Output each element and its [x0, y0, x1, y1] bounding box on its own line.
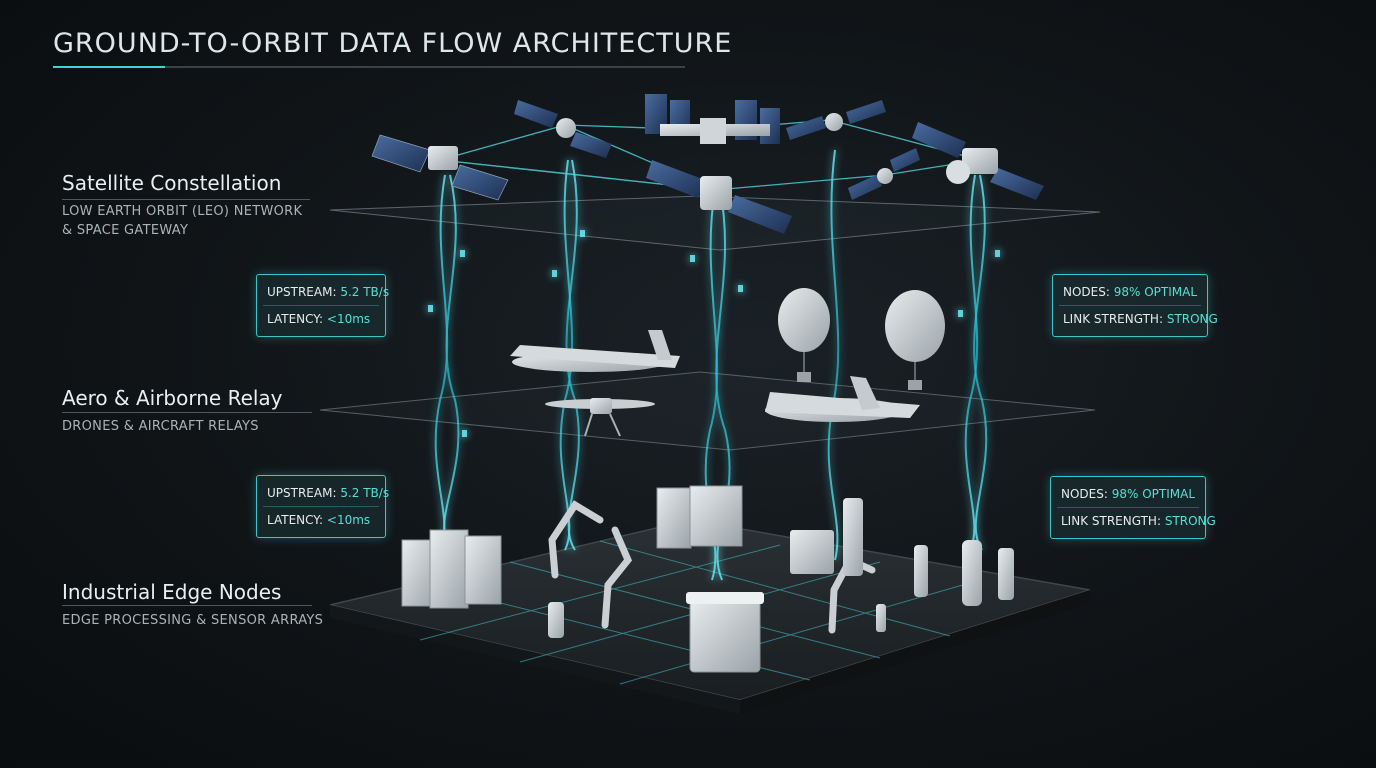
server-rack-icon: [656, 485, 743, 549]
layer-name: Industrial Edge Nodes: [62, 580, 282, 604]
airplane-icon: [765, 376, 920, 422]
metric-label: LATENCY:: [267, 312, 324, 326]
metrics-card-right-bottom: NODES: 98% OPTIMAL LINK STRENGTH: STRONG: [1050, 476, 1216, 539]
satellite-icon: [646, 160, 792, 234]
layer-desc-line: EDGE PROCESSING & SENSOR ARRAYS: [62, 613, 324, 628]
latency-metric: LATENCY: <10ms: [263, 507, 379, 533]
upstream-metric: UPSTREAM: 5.2 TB/s: [263, 279, 389, 306]
metric-value: 5.2 TB/s: [340, 285, 390, 299]
layer-connector-line: [62, 199, 310, 200]
airborne-plane: [319, 371, 1096, 451]
metric-label: NODES:: [1063, 285, 1110, 299]
latency-metric: LATENCY: <10ms: [263, 306, 379, 332]
satellite-icon: [514, 100, 612, 158]
metric-value: STRONG: [1166, 312, 1218, 326]
layer-connector-line: [62, 605, 312, 606]
metric-value: 5.2 TB/s: [340, 486, 390, 500]
layer-name: Aero & Airborne Relay: [62, 386, 283, 410]
airplane-icon: [510, 330, 680, 372]
satellite-icon: [371, 134, 509, 201]
metric-value: 98% OPTIMAL: [1113, 285, 1198, 299]
title-underline-accent: [53, 66, 165, 68]
server-rack-icon: [686, 592, 764, 673]
link-strength-metric: LINK STRENGTH: STRONG: [1059, 306, 1218, 332]
nodes-metric: NODES: 98% OPTIMAL: [1057, 481, 1199, 508]
metrics-card-left-top: UPSTREAM: 5.2 TB/s LATENCY: <10ms: [256, 274, 389, 337]
nodes-metric: NODES: 98% OPTIMAL: [1059, 279, 1201, 306]
layer-connector-line: [62, 412, 312, 413]
metric-value: STRONG: [1164, 514, 1216, 528]
layer-name: Satellite Constellation: [62, 171, 282, 195]
page-title: GROUND-TO-ORBIT DATA FLOW ARCHITECTURE: [53, 28, 733, 59]
layer-label-satellite: Satellite Constellation LOW EARTH ORBIT …: [62, 171, 302, 240]
metric-label: NODES:: [1061, 487, 1108, 501]
layer-description: LOW EARTH ORBIT (LEO) NETWORK & SPACE GA…: [62, 202, 302, 240]
layer-desc-line: & SPACE GATEWAY: [62, 223, 189, 238]
metric-label: LATENCY:: [267, 513, 324, 527]
layer-label-ground: Industrial Edge Nodes EDGE PROCESSING & …: [62, 580, 323, 630]
upstream-metric: UPSTREAM: 5.2 TB/s: [263, 480, 389, 507]
link-strength-metric: LINK STRENGTH: STRONG: [1057, 508, 1216, 534]
metric-label: UPSTREAM:: [267, 486, 337, 500]
weather-balloon-icon: [885, 290, 945, 390]
metrics-card-left-bottom: UPSTREAM: 5.2 TB/s LATENCY: <10ms: [256, 475, 389, 538]
layer-description: EDGE PROCESSING & SENSOR ARRAYS: [62, 611, 323, 630]
layer-desc-line: LOW EARTH ORBIT (LEO) NETWORK: [62, 204, 303, 219]
metric-value: <10ms: [326, 312, 371, 326]
metric-label: LINK STRENGTH:: [1063, 312, 1163, 326]
space-station-icon: [645, 94, 780, 144]
metrics-card-right-top: NODES: 98% OPTIMAL LINK STRENGTH: STRONG: [1052, 274, 1218, 337]
metric-value: <10ms: [326, 513, 371, 527]
title-underline: [53, 66, 685, 68]
metric-label: LINK STRENGTH:: [1061, 514, 1161, 528]
layer-description: DRONES & AIRCRAFT RELAYS: [62, 417, 283, 436]
metric-value: 98% OPTIMAL: [1111, 487, 1196, 501]
layer-label-airborne: Aero & Airborne Relay DRONES & AIRCRAFT …: [62, 386, 283, 436]
layer-desc-line: DRONES & AIRCRAFT RELAYS: [62, 419, 259, 434]
server-rack-icon: [401, 529, 502, 609]
satellite-icon: [848, 148, 920, 200]
metric-label: UPSTREAM:: [267, 285, 337, 299]
satellite-icon: [786, 100, 886, 140]
sensor-icon: [548, 498, 1014, 638]
weather-balloon-icon: [778, 288, 830, 382]
satellite-icon: [912, 122, 1044, 200]
drone-icon: [545, 398, 655, 437]
